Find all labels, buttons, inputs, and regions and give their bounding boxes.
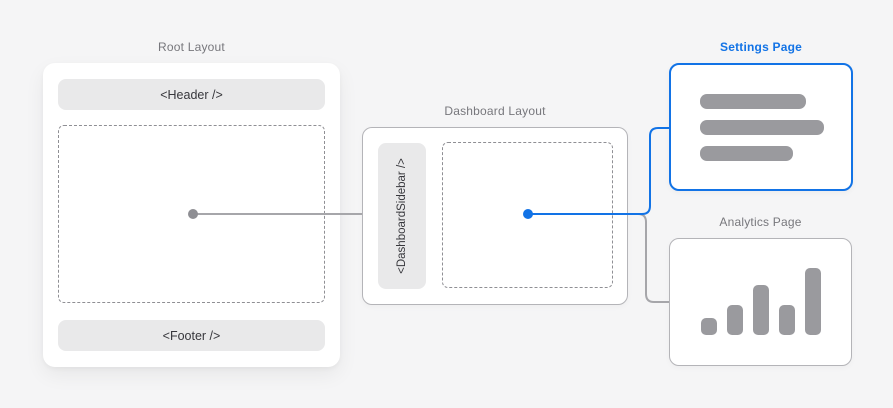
dashboard-sidebar-label: <DashboardSidebar /> bbox=[396, 158, 408, 274]
dashboard-layout-card: <DashboardSidebar /> bbox=[362, 127, 628, 305]
chart-bar bbox=[779, 305, 795, 335]
chart-bar bbox=[805, 268, 821, 335]
settings-page-title: Settings Page bbox=[720, 40, 802, 54]
root-children-slot bbox=[58, 125, 325, 303]
analytics-page-card bbox=[669, 238, 852, 366]
root-layout-card: <Header /> <Footer /> bbox=[43, 63, 340, 367]
analytics-page-title: Analytics Page bbox=[719, 215, 802, 229]
header-component-bar: <Header /> bbox=[58, 79, 325, 110]
skeleton-text-bar bbox=[700, 146, 793, 161]
dashboard-layout-title: Dashboard Layout bbox=[444, 104, 546, 118]
root-layout-title: Root Layout bbox=[158, 40, 225, 54]
settings-page-card bbox=[669, 63, 853, 191]
settings-skeleton-text bbox=[700, 94, 824, 161]
chart-bar bbox=[727, 305, 743, 335]
skeleton-text-bar bbox=[700, 94, 806, 109]
footer-component-bar: <Footer /> bbox=[58, 320, 325, 351]
dashboard-children-slot bbox=[442, 142, 613, 288]
dashboard-sidebar-bar: <DashboardSidebar /> bbox=[378, 143, 426, 289]
chart-bar bbox=[753, 285, 769, 335]
skeleton-text-bar bbox=[700, 120, 824, 135]
chart-bar bbox=[701, 318, 717, 335]
analytics-bar-chart bbox=[701, 268, 821, 335]
